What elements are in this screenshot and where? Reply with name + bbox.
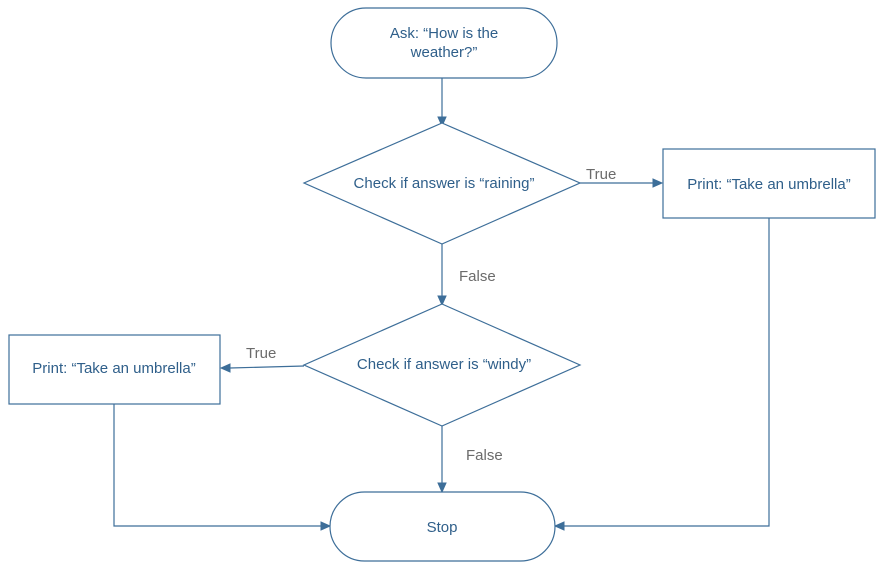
print-right-label: Print: “Take an umbrella” bbox=[687, 176, 850, 193]
decision-raining: Check if answer is “raining” bbox=[302, 122, 582, 245]
start-node-label-line1: Ask: “How is the bbox=[390, 25, 498, 42]
edges bbox=[113, 78, 770, 531]
arrowhead-windy-true bbox=[219, 363, 231, 373]
decision-windy-label: Check if answer is “windy” bbox=[357, 356, 531, 373]
edge-label-windy-true: True bbox=[246, 345, 276, 362]
print-left-node: Print: “Take an umbrella” bbox=[8, 334, 221, 405]
arrowhead-start-to-raining bbox=[437, 116, 447, 128]
edge-label-windy-false: False bbox=[466, 447, 503, 464]
edge-windy-true bbox=[229, 365, 305, 369]
edge-label-raining-false: False bbox=[459, 268, 496, 285]
edge-labels: True False True False bbox=[246, 166, 616, 464]
arrowhead-windy-false bbox=[437, 482, 447, 494]
start-node: Ask: “How is the weather?” bbox=[330, 7, 558, 79]
print-left-shape bbox=[8, 334, 221, 405]
start-node-label-line2: weather?” bbox=[410, 44, 478, 61]
decision-windy: Check if answer is “windy” bbox=[302, 303, 582, 427]
decision-raining-shape bbox=[302, 122, 582, 245]
print-left-label: Print: “Take an umbrella” bbox=[32, 360, 195, 377]
edge-print-right-to-stop bbox=[564, 218, 770, 527]
stop-node-shape bbox=[329, 491, 556, 562]
stop-node: Stop bbox=[329, 491, 556, 562]
edge-label-raining-true: True bbox=[586, 166, 616, 183]
print-right-shape bbox=[662, 148, 876, 219]
arrowhead-raining-false bbox=[437, 295, 447, 307]
stop-node-label: Stop bbox=[427, 519, 458, 536]
arrowhead-print-left-to-stop bbox=[320, 521, 332, 531]
arrowhead-print-right-to-stop bbox=[553, 521, 565, 531]
decision-windy-shape bbox=[302, 303, 582, 427]
start-node-shape bbox=[330, 7, 558, 79]
edge-print-left-to-stop bbox=[113, 404, 321, 527]
print-right-node: Print: “Take an umbrella” bbox=[662, 148, 876, 219]
decision-raining-label: Check if answer is “raining” bbox=[354, 175, 535, 192]
arrowhead-raining-true bbox=[652, 178, 664, 188]
